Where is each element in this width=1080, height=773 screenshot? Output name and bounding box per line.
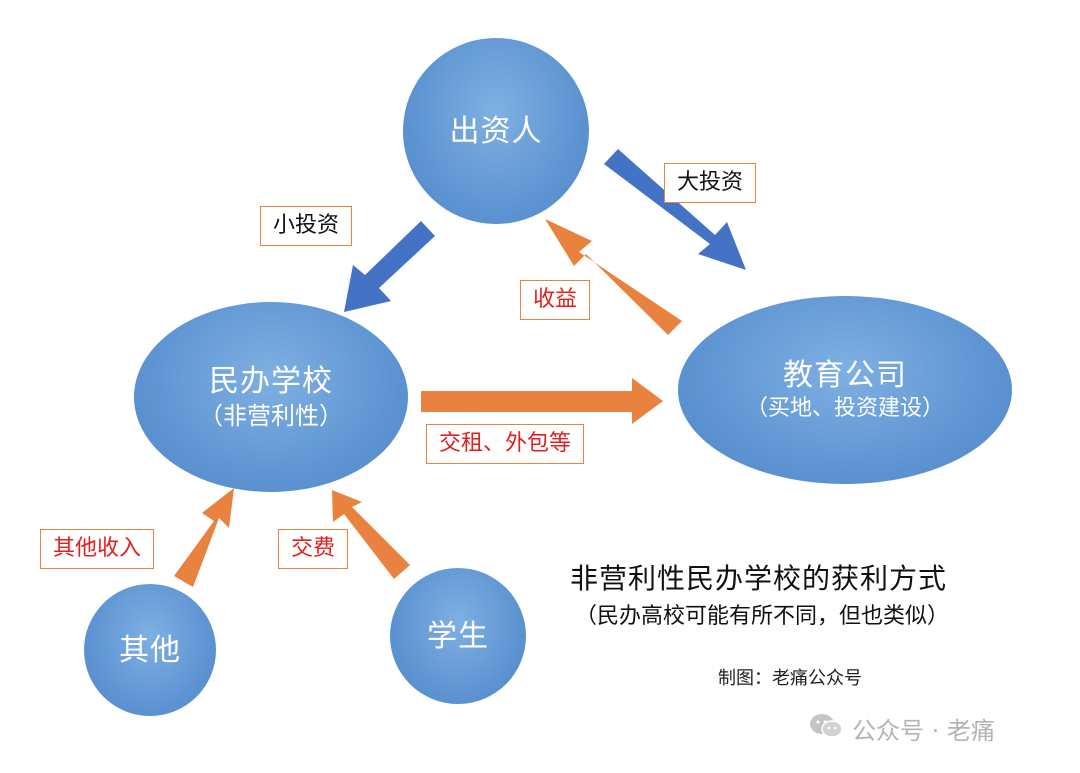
- arrow-students-to-school: [332, 490, 410, 579]
- arrow-school-to-company: [421, 378, 663, 424]
- arrow-investor-to-school: [344, 221, 435, 312]
- node-investor-label: 出资人: [449, 113, 543, 149]
- arrow-company-to-investor: [545, 219, 682, 335]
- node-private-school: 民办学校 （非营利性）: [134, 302, 408, 492]
- watermark-text: 公众号 · 老痛: [852, 717, 995, 745]
- arrow-investor-to-company: [604, 149, 746, 270]
- tag-big-investment: 大投资: [664, 163, 757, 203]
- watermark: 公众号 · 老痛: [808, 711, 995, 746]
- node-others: 其他: [84, 584, 216, 716]
- wechat-icon: [808, 712, 844, 746]
- arrow-others-to-school: [174, 488, 234, 587]
- tag-other-income: 其他收入: [40, 529, 155, 569]
- node-others-label: 其他: [119, 632, 181, 668]
- node-students: 学生: [390, 568, 526, 704]
- node-investor: 出资人: [403, 38, 589, 224]
- tag-small-investment: 小投资: [260, 206, 353, 246]
- node-school-note: （非营利性）: [199, 401, 343, 430]
- node-school-label: 民办学校: [209, 363, 333, 399]
- tag-returns: 收益: [520, 280, 591, 320]
- caption-title: 非营利性民办学校的获利方式: [570, 562, 948, 595]
- node-company-label: 教育公司: [783, 358, 907, 394]
- node-company-note: （买地、投资建设）: [745, 396, 944, 422]
- caption-credit: 制图：老痛公众号: [718, 668, 862, 689]
- tag-rent-outsourcing: 交租、外包等: [426, 424, 585, 464]
- node-students-label: 学生: [427, 618, 489, 654]
- node-education-company: 教育公司 （买地、投资建设）: [678, 296, 1012, 484]
- caption-subtitle: （民办高校可能有所不同，但也类似）: [575, 604, 950, 629]
- tag-fees: 交费: [278, 529, 349, 569]
